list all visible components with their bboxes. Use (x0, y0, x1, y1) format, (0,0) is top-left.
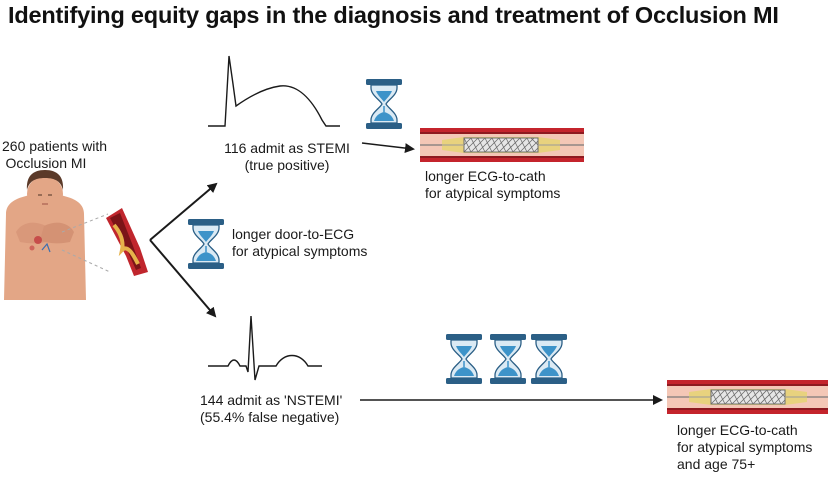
stemi-line1: 116 admit as STEMI (224, 140, 350, 156)
nstemi-line2: (55.4% false negative) (200, 409, 340, 425)
stemi-line2: (true positive) (244, 157, 330, 173)
hourglass-icon (365, 78, 403, 130)
patients-label-line2: Occlusion MI (5, 155, 87, 171)
arrow-to-nstemi (149, 239, 217, 318)
stemi-outcome-label: longer ECG-to-cath for atypical symptoms (425, 168, 560, 202)
hourglass-icon (489, 333, 527, 385)
stemi-outcome-line1: longer ECG-to-cath (425, 168, 546, 184)
patients-label-line1: 260 patients with (2, 138, 108, 154)
stemi-outcome-line2: for atypical symptoms (425, 185, 561, 201)
nstemi-outcome-line2: for atypical symptoms (677, 439, 813, 455)
arrow-to-stemi (149, 182, 218, 241)
arrow-stemi-to-cath (361, 142, 415, 154)
nstemi-label: 144 admit as 'NSTEMI' (55.4% false negat… (200, 392, 342, 426)
nstemi-ecg-trace (208, 315, 322, 381)
hourglass-icon (445, 333, 483, 385)
stemi-ecg-trace (208, 55, 340, 127)
zoom-lines (61, 213, 111, 273)
stemi-label: 116 admit as STEMI (true positive) (214, 140, 360, 174)
hourglass-icon (530, 333, 568, 385)
patients-label: 260 patients with Occlusion MI (2, 138, 108, 172)
diagram-title: Identifying equity gaps in the diagnosis… (8, 2, 779, 28)
hourglass-icon (187, 218, 225, 270)
stent-artery-icon (666, 379, 828, 415)
stent-artery-icon (419, 127, 585, 163)
patient-illustration (4, 170, 86, 300)
nstemi-outcome-label: longer ECG-to-cath for atypical symptoms… (677, 422, 812, 473)
door-to-ecg-label: longer door-to-ECG for atypical symptoms (232, 226, 367, 260)
door-to-ecg-line1: longer door-to-ECG (232, 226, 355, 242)
door-to-ecg-line2: for atypical symptoms (232, 243, 368, 259)
occluded-artery-illustration (106, 208, 148, 276)
nstemi-line1: 144 admit as 'NSTEMI' (200, 392, 343, 408)
nstemi-outcome-line1: longer ECG-to-cath (677, 422, 798, 438)
nstemi-outcome-line3: and age 75+ (677, 456, 756, 472)
